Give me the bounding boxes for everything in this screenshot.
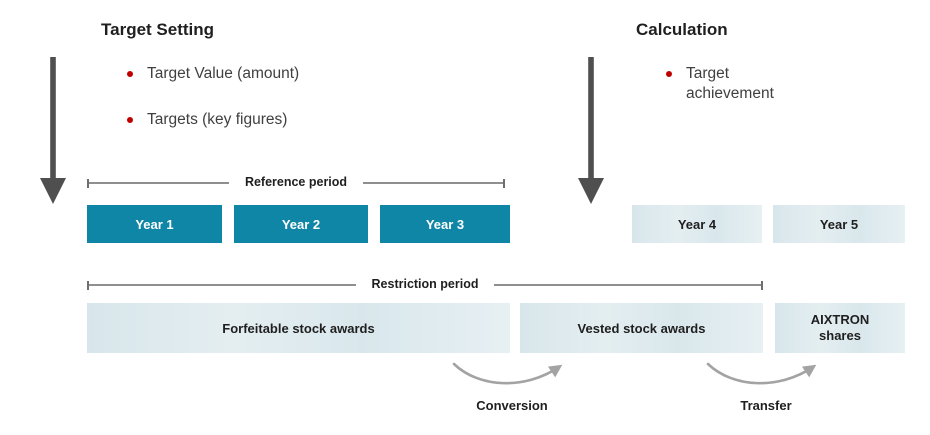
transfer-arrow-icon <box>706 362 817 385</box>
bullet-text: Target Value (amount) <box>147 65 300 82</box>
bullet-dot-icon <box>127 117 133 124</box>
calculation-title: Calculation <box>636 20 728 39</box>
year-5-box: Year 5 <box>773 205 905 243</box>
target-setting-bullet-list: Target Value (amount) Targets (key figur… <box>127 64 299 156</box>
aixtron-shares-label: AIXTRON shares <box>810 311 870 343</box>
target-setting-down-arrow-icon <box>40 57 66 204</box>
restriction-period-label: Restriction period <box>371 277 479 291</box>
vested-stock-awards-box: Vested stock awards <box>520 303 763 353</box>
bullet-text: Target achievement <box>686 65 774 103</box>
target-setting-title: Target Setting <box>101 20 215 39</box>
year-4-box: Year 4 <box>632 205 762 243</box>
year-5-label: Year 5 <box>819 216 859 232</box>
year-4-label: Year 4 <box>677 216 717 232</box>
bracket-line-left <box>89 284 356 286</box>
year-2-label: Year 2 <box>281 216 321 232</box>
bracket-tick-left <box>87 178 89 188</box>
bullet-item-targets-key-figures: Targets (key figures) <box>127 110 299 130</box>
bracket-line-right <box>494 284 761 286</box>
year-2-box: Year 2 <box>234 205 368 243</box>
bracket-tick-right <box>503 178 505 188</box>
year-1-box: Year 1 <box>87 205 222 243</box>
restriction-period-bracket: Restriction period <box>87 277 763 292</box>
bracket-line-left <box>89 182 229 184</box>
reference-period-bracket: Reference period <box>87 175 505 190</box>
bracket-tick-left <box>87 280 89 290</box>
conversion-label: Conversion <box>476 398 548 413</box>
year-1-label: Year 1 <box>135 216 174 232</box>
vested-stock-awards-label: Vested stock awards <box>577 320 706 336</box>
transfer-label: Transfer <box>740 398 792 413</box>
bracket-tick-right <box>761 280 763 290</box>
calculation-down-arrow-icon <box>578 57 604 204</box>
bullet-dot-icon <box>666 71 672 77</box>
bullet-item-target-achievement: Target achievement <box>666 64 794 104</box>
bracket-line-right <box>363 182 503 184</box>
bullet-dot-icon <box>127 71 133 77</box>
forfeitable-stock-awards-box: Forfeitable stock awards <box>87 303 510 353</box>
calculation-bullet-list: Target achievement <box>666 64 794 130</box>
year-3-box: Year 3 <box>380 205 510 243</box>
reference-period-label: Reference period <box>244 175 348 189</box>
year-3-label: Year 3 <box>425 216 465 232</box>
aixtron-shares-box: AIXTRON shares <box>775 303 905 353</box>
bullet-text: Targets (key figures) <box>147 111 288 129</box>
conversion-arrow-icon <box>452 362 563 385</box>
forfeitable-stock-awards-label: Forfeitable stock awards <box>222 320 375 336</box>
bullet-item-target-value: Target Value (amount) <box>127 64 299 84</box>
